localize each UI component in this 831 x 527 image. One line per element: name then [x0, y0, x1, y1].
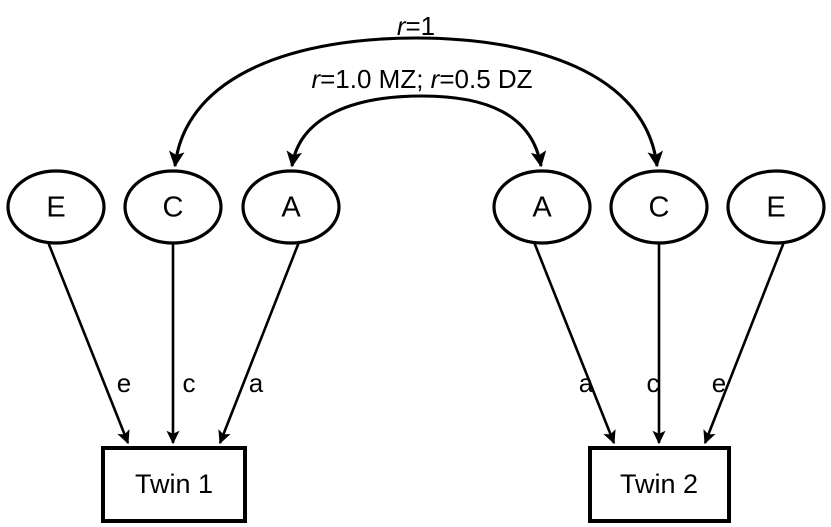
path-arrows-twin2	[532, 241, 786, 445]
path-label-c-twin2: c	[647, 368, 660, 398]
path-label-a-twin2: a	[579, 368, 594, 398]
observed-node-twin2[interactable]: Twin 2	[588, 446, 731, 523]
latent-node-c2-shape	[609, 169, 709, 245]
path-label-a-twin1: a	[249, 368, 264, 398]
observed-node-twin1-label: Twin 1	[135, 469, 213, 499]
latent-node-e2-shape	[726, 169, 826, 245]
path-arrow-a-twin1	[218, 241, 301, 445]
path-arrow-a-twin2	[532, 241, 616, 445]
path-arrow-e-twin1	[46, 241, 130, 445]
latent-node-a1-shape	[241, 169, 341, 245]
observed-node-twin2-shape	[588, 446, 731, 523]
latent-node-e2-label: E	[766, 192, 785, 224]
latent-node-e2[interactable]: E	[726, 169, 826, 245]
path-label-e-twin2: e	[712, 368, 726, 398]
latent-node-c2-label: C	[649, 192, 670, 224]
latent-node-c1[interactable]: C	[123, 169, 223, 245]
latent-node-a1-label: A	[281, 192, 301, 224]
path-arrow-e-twin2	[703, 241, 786, 445]
path-label-e-twin1: e	[117, 368, 131, 398]
path-label-c-twin1: c	[183, 368, 196, 398]
observed-node-twin1-shape	[101, 446, 247, 523]
correlation-label-c: r=1	[397, 11, 435, 41]
latent-node-a2[interactable]: A	[492, 169, 592, 245]
latent-node-a1[interactable]: A	[241, 169, 341, 245]
observed-node-twin1[interactable]: Twin 1	[101, 446, 247, 523]
correlation-arc-c	[168, 36, 664, 168]
observed-node-twin2-label: Twin 2	[620, 469, 698, 499]
correlation-arc-a	[286, 94, 547, 168]
correlation-arc-c-path	[168, 36, 664, 168]
latent-node-e1[interactable]: E	[6, 169, 106, 245]
correlation-label-a: r=1.0 MZ; r=0.5 DZ	[311, 64, 532, 94]
latent-node-c2[interactable]: C	[609, 169, 709, 245]
latent-node-e1-label: E	[46, 192, 65, 224]
latent-node-c1-label: C	[163, 192, 184, 224]
latent-node-e1-shape	[6, 169, 106, 245]
latent-node-a2-shape	[492, 169, 592, 245]
correlation-arc-a-path	[286, 94, 547, 168]
path-arrows-twin1	[46, 241, 301, 445]
latent-node-c1-shape	[123, 169, 223, 245]
latent-node-a2-label: A	[532, 192, 552, 224]
